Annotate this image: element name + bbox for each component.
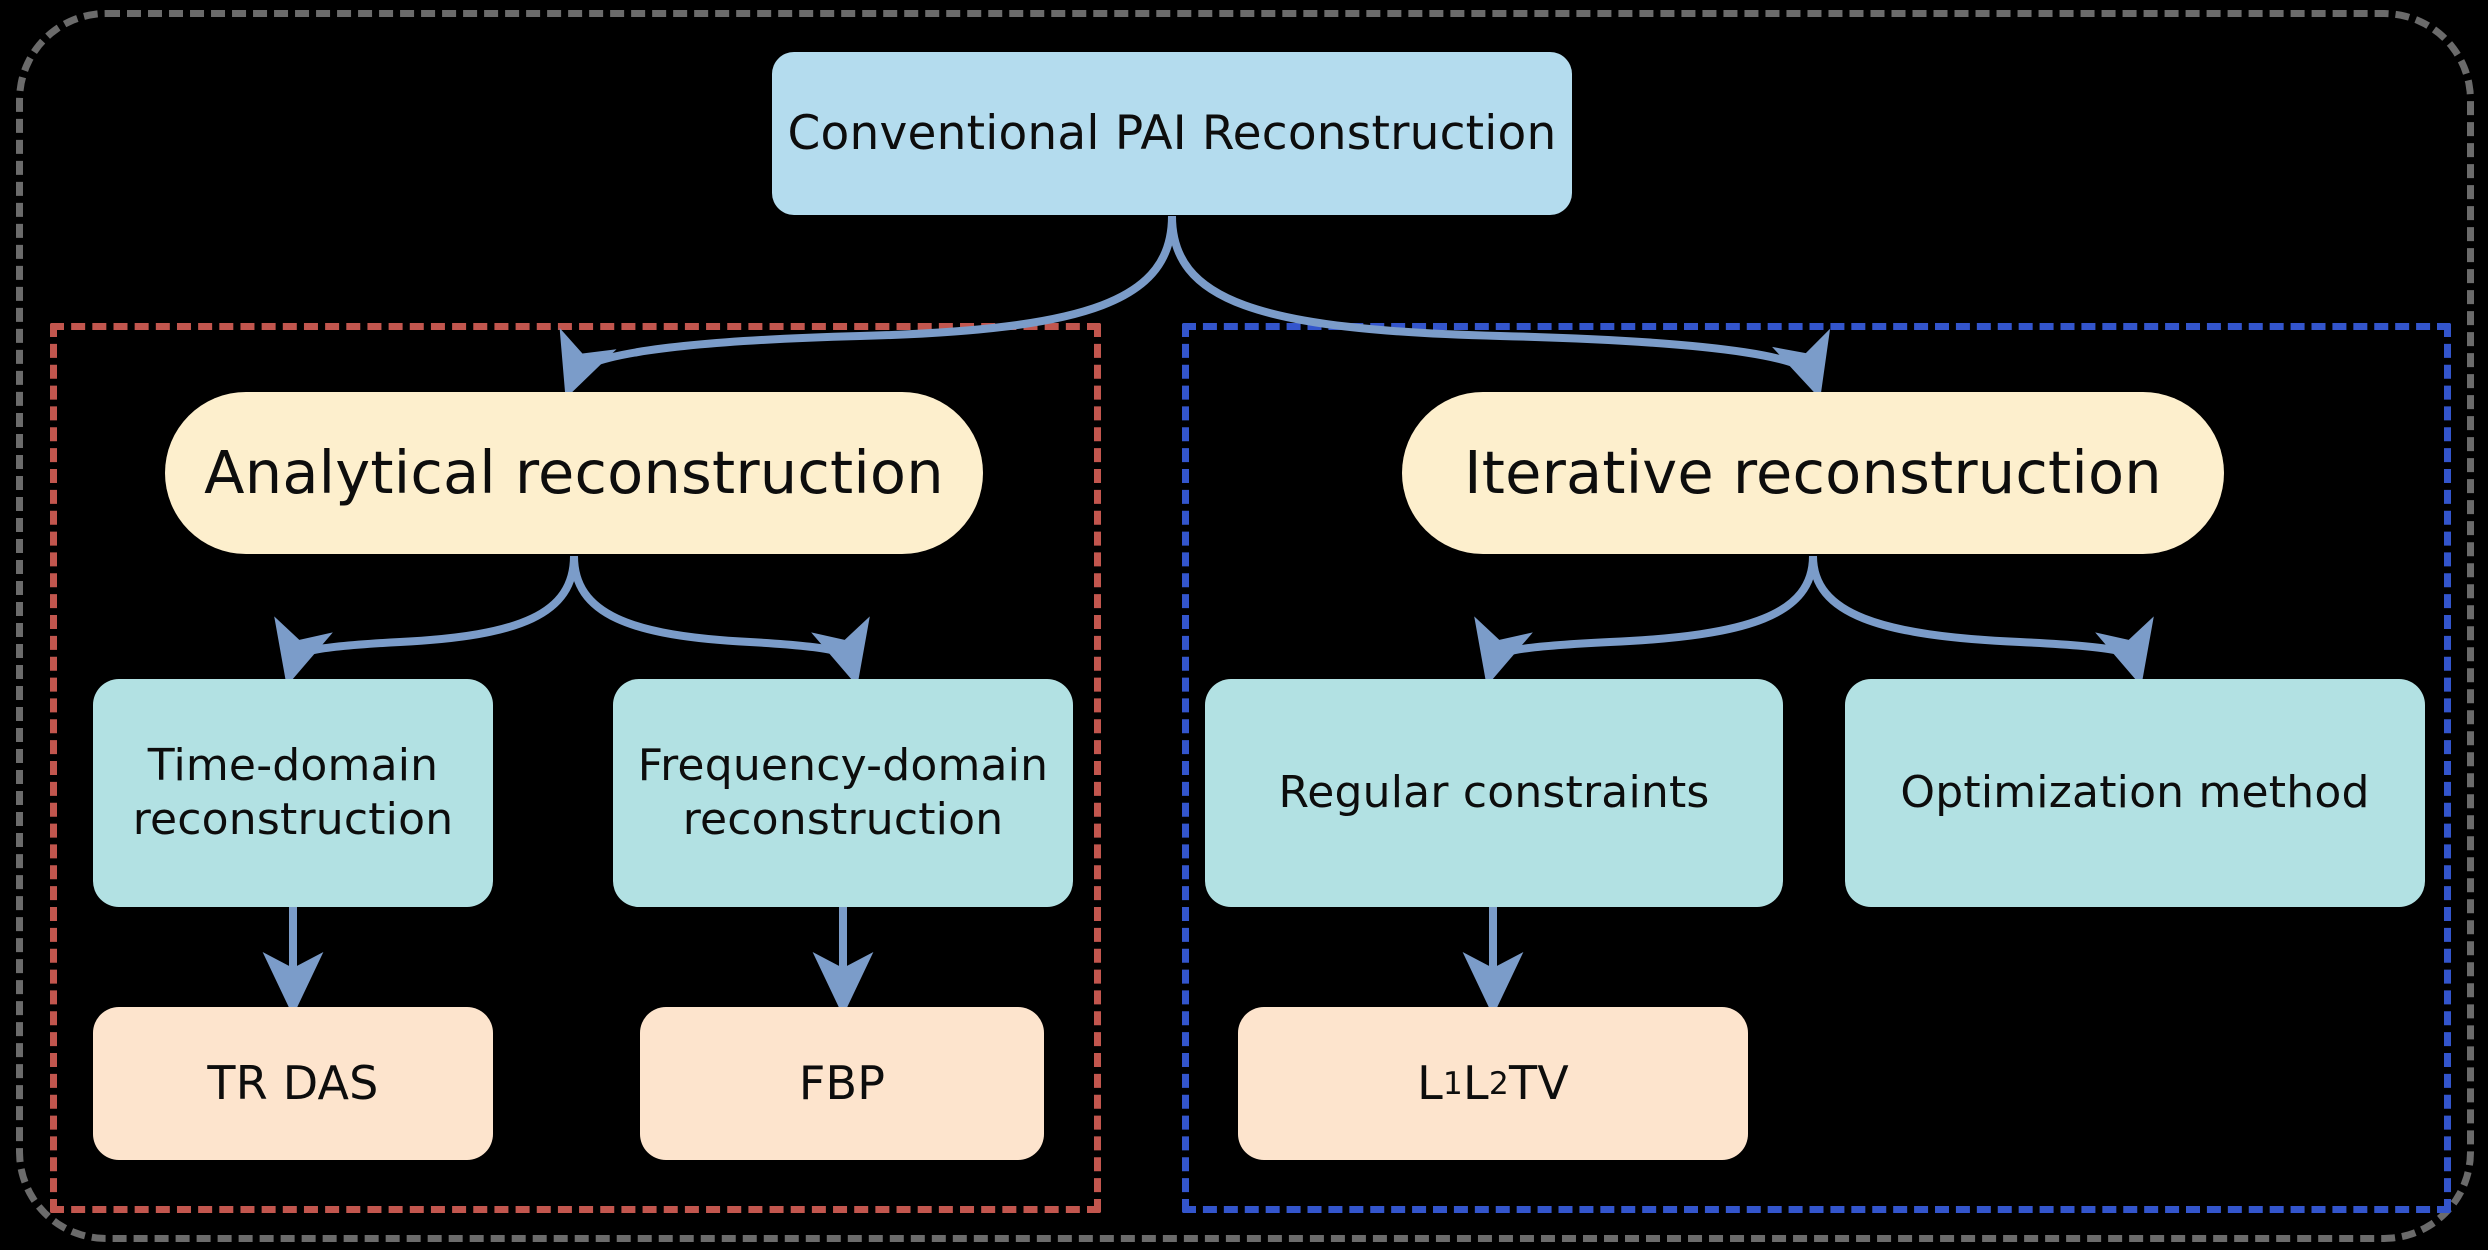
node-analytical-reconstruction[interactable]: Analytical reconstruction [165,392,983,554]
node-iterative-reconstruction[interactable]: Iterative reconstruction [1402,392,2224,554]
node-regular-constraints[interactable]: Regular constraints [1205,679,1783,907]
norm-l1-base: L [1417,1056,1443,1111]
outer-group-frame [16,10,2474,1242]
node-frequency-domain-reconstruction[interactable]: Frequency-domain reconstruction [613,679,1073,907]
norm-tv-label: TV [1508,1056,1569,1111]
node-optimization-method[interactable]: Optimization method [1845,679,2425,907]
norm-l2-base: L [1463,1056,1489,1111]
node-tr-das[interactable]: TR DAS [93,1007,493,1160]
node-fbp[interactable]: FBP [640,1007,1044,1160]
node-conventional-pai-reconstruction[interactable]: Conventional PAI Reconstruction [772,52,1572,215]
node-time-domain-reconstruction[interactable]: Time-domain reconstruction [93,679,493,907]
